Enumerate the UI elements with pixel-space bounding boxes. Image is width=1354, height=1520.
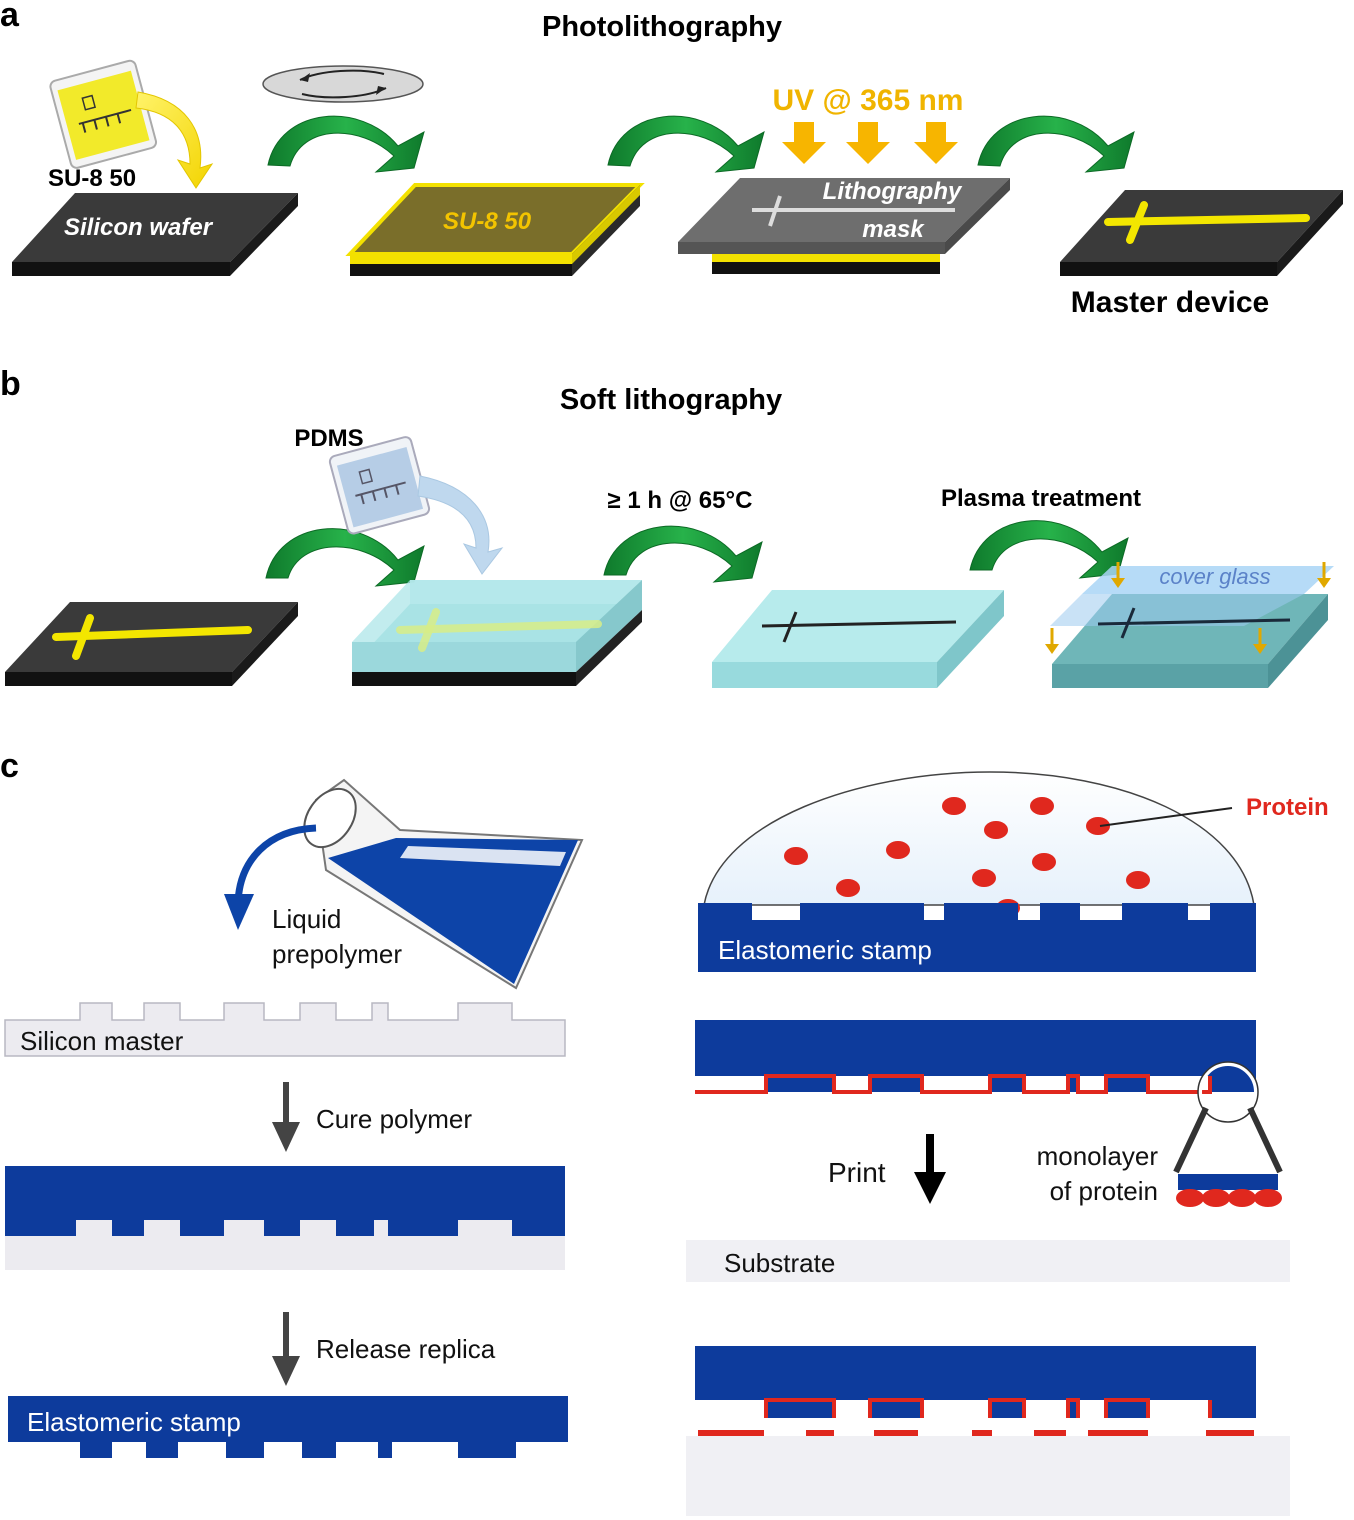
spin-coat-icon (262, 65, 424, 103)
down-arrow-icon (272, 1082, 300, 1152)
stamp-label-right: Elastomeric stamp (718, 935, 932, 965)
mask-label-line1: Lithography (823, 178, 963, 205)
protein-droplet (784, 847, 808, 865)
protein-droplet (1032, 853, 1056, 871)
protein-solution-dome (703, 771, 1255, 906)
uv-arrow-icon (782, 122, 958, 164)
process-arrow-icon (267, 115, 425, 173)
su8-beaker-icon (49, 59, 214, 189)
master-device-label: Master device (1071, 286, 1269, 319)
cover-glass-label: cover glass (1159, 564, 1270, 589)
panel-b: b Soft lithography (0, 365, 1334, 688)
down-arrow-icon (914, 1134, 946, 1204)
mask-label-line2: mask (862, 216, 925, 243)
protein-droplet (1030, 797, 1054, 815)
substrate (686, 1240, 1290, 1282)
pdms-on-master (352, 580, 642, 686)
panel-letter-c: c (0, 747, 19, 785)
master-wafer (5, 602, 298, 686)
panel-letter-b: b (0, 365, 21, 403)
su8-coated-wafer (345, 183, 645, 276)
protein-droplet (984, 821, 1008, 839)
process-arrow-icon (977, 115, 1135, 173)
process-arrow-icon (969, 520, 1129, 579)
protein-droplet (1086, 817, 1110, 835)
panel-a: a Photolithography SU-8 50 Silicon wafer (0, 0, 1343, 319)
process-arrow-icon (265, 528, 425, 587)
lithography-mask-stack (678, 178, 1010, 274)
stamp-after-print (695, 1346, 1256, 1418)
protein-droplet (942, 797, 966, 815)
print-label: Print (828, 1157, 886, 1188)
panel-a-title: Photolithography (542, 11, 782, 43)
elastomeric-stamp-right (698, 903, 1256, 972)
silicon-master-label: Silicon master (20, 1026, 184, 1056)
silicon-master (4, 1002, 566, 1057)
master-device (1060, 190, 1343, 276)
down-arrow-icon (272, 1312, 300, 1386)
process-arrow-icon (607, 115, 765, 173)
plasma-label: Plasma treatment (941, 485, 1141, 512)
protein-droplet (836, 879, 860, 897)
pdms-label: PDMS (294, 425, 363, 452)
stamp-label-left: Elastomeric stamp (27, 1407, 241, 1437)
panel-c: c Liquid prepolymer Silicon master Cure … (0, 747, 1329, 1516)
protein-droplet (1126, 871, 1150, 889)
cure-temp-label: ≥ 1 h @ 65°C (608, 487, 753, 514)
protein-label: Protein (1246, 794, 1329, 821)
panel-b-title: Soft lithography (560, 384, 782, 416)
monolayer-label-line1: monolayer (1037, 1141, 1159, 1171)
su8-layer-label: SU-8 50 (443, 208, 532, 235)
panel-letter-a: a (0, 0, 20, 34)
printed-protein-pattern (698, 1430, 1254, 1436)
press-arrow-icon (1045, 562, 1331, 654)
liquid-label-line2: prepolymer (272, 939, 402, 969)
pdms-beaker-icon (328, 436, 504, 575)
protein-droplet (972, 869, 996, 887)
wafer-label: Silicon wafer (64, 214, 214, 241)
pour-arrow-icon (224, 824, 317, 930)
polymer-on-master (5, 1166, 565, 1270)
su8-label: SU-8 50 (48, 165, 136, 192)
silicon-wafer (12, 193, 298, 276)
process-arrow-icon (603, 525, 763, 583)
monolayer-label-line2: of protein (1050, 1176, 1158, 1206)
magnifier-icon (1173, 1061, 1283, 1207)
uv-label: UV @ 365 nm (773, 84, 964, 117)
liquid-label-line1: Liquid (272, 904, 341, 934)
patterned-substrate (686, 1436, 1290, 1516)
cure-polymer-label: Cure polymer (316, 1104, 472, 1134)
cured-pdms-block (712, 590, 1004, 688)
protein-droplet (886, 841, 910, 859)
substrate-label: Substrate (724, 1248, 835, 1278)
inked-stamp (695, 1020, 1256, 1094)
elastomeric-stamp-left (8, 1396, 568, 1458)
flask-icon (303, 778, 584, 990)
release-replica-label: Release replica (316, 1334, 496, 1364)
protein-pointer (1099, 807, 1233, 827)
